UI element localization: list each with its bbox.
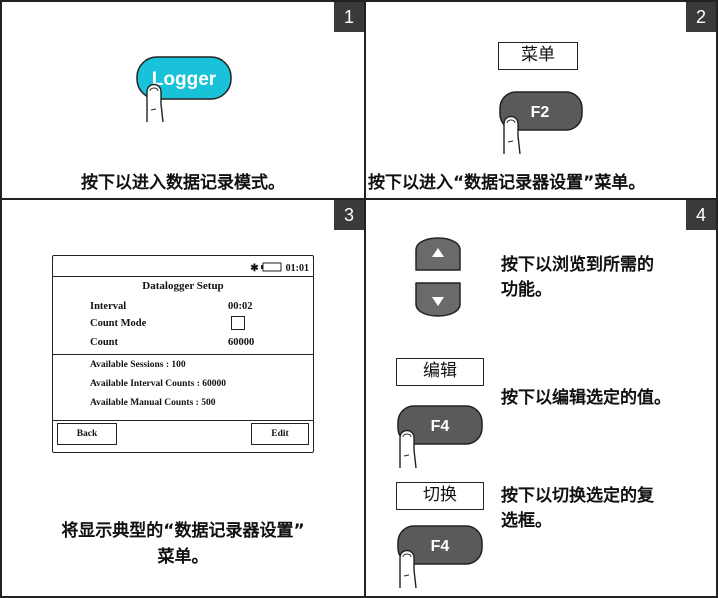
interval-value[interactable]: 00:02 bbox=[228, 301, 253, 312]
count-mode-label: Count Mode bbox=[90, 318, 147, 329]
backlight-icon: ✱ bbox=[250, 263, 259, 274]
navigate-description-line2: 功能。 bbox=[501, 280, 552, 300]
status-bar: ✱ 01:01 bbox=[250, 262, 309, 274]
up-arrow-icon bbox=[415, 237, 461, 271]
f4-edit-key-label: F4 bbox=[431, 418, 450, 435]
step-number-badge: 3 bbox=[334, 200, 364, 230]
f2-key[interactable]: F2 bbox=[498, 90, 588, 155]
divider bbox=[53, 420, 313, 421]
status-time: 01:01 bbox=[285, 263, 309, 274]
battery-icon bbox=[261, 262, 282, 272]
available-sessions: Available Sessions : 100 bbox=[90, 360, 186, 370]
f4-toggle-key[interactable]: F4 bbox=[396, 524, 488, 589]
down-arrow-key[interactable] bbox=[413, 280, 463, 330]
finger-icon bbox=[399, 429, 417, 469]
interval-label: Interval bbox=[90, 301, 127, 312]
f2-key-graphic: F2 bbox=[499, 91, 583, 155]
toggle-softkey-label: 切换 bbox=[396, 482, 484, 510]
count-value[interactable]: 60000 bbox=[228, 337, 255, 348]
count-label: Count bbox=[90, 337, 119, 348]
step-3-caption-line2: 菜单。 bbox=[157, 547, 209, 567]
screen-title: Datalogger Setup bbox=[142, 280, 224, 292]
f4-key-graphic: F4 bbox=[397, 405, 483, 469]
step-1-panel: 1 Logger 按下以进入数据记录模式。 bbox=[0, 0, 366, 200]
finger-icon bbox=[146, 83, 164, 123]
available-manual-counts: Available Manual Counts : 500 bbox=[90, 398, 216, 408]
step-1-caption: 按下以进入数据记录模式。 bbox=[81, 173, 285, 193]
down-arrow-icon bbox=[415, 282, 461, 317]
edit-button[interactable]: Edit bbox=[251, 423, 309, 445]
step-number-badge: 1 bbox=[334, 2, 364, 32]
step-3-panel: 3 将显示典型的“数据记录器设置” 菜单。 bbox=[0, 198, 366, 598]
logger-key-label: Logger bbox=[152, 69, 217, 90]
f4-toggle-key-label: F4 bbox=[431, 538, 450, 555]
toggle-description-line2: 选框。 bbox=[501, 511, 552, 531]
step-4-panel: 4 按下以浏览到所需的 功能。 编辑 F4 按下以编辑选定的值。 切换 F4 按… bbox=[364, 198, 718, 598]
step-number-badge: 2 bbox=[686, 2, 716, 32]
step-2-caption: 按下以进入“数据记录器设置”菜单。 bbox=[368, 173, 646, 193]
divider bbox=[53, 354, 313, 355]
back-button[interactable]: Back bbox=[57, 423, 117, 445]
f2-key-label: F2 bbox=[531, 104, 550, 121]
navigate-description-line1: 按下以浏览到所需的 bbox=[501, 255, 654, 275]
finger-icon bbox=[399, 549, 417, 589]
divider bbox=[53, 276, 313, 277]
f4-key-graphic: F4 bbox=[397, 525, 483, 589]
count-mode-checkbox[interactable] bbox=[231, 316, 245, 330]
menu-softkey-label: 菜单 bbox=[498, 42, 578, 70]
logger-key[interactable]: Logger bbox=[135, 54, 235, 124]
available-interval-counts: Available Interval Counts : 60000 bbox=[90, 379, 226, 389]
f4-edit-key[interactable]: F4 bbox=[396, 404, 488, 469]
edit-description: 按下以编辑选定的值。 bbox=[501, 388, 671, 408]
finger-icon bbox=[503, 115, 521, 155]
up-arrow-key[interactable] bbox=[413, 228, 463, 278]
edit-softkey-label: 编辑 bbox=[396, 358, 484, 386]
step-2-panel: 2 菜单 F2 按下以进入“数据记录器设置”菜单。 bbox=[364, 0, 718, 200]
datalogger-setup-screen: ✱ 01:01 Datalogger Setup Interval 00:02 … bbox=[52, 255, 314, 453]
step-number-badge: 4 bbox=[686, 200, 716, 230]
toggle-description-line1: 按下以切换选定的复 bbox=[501, 486, 654, 506]
step-3-caption-line1: 将显示典型的“数据记录器设置” bbox=[61, 521, 305, 541]
logger-key-graphic: Logger bbox=[136, 56, 232, 123]
